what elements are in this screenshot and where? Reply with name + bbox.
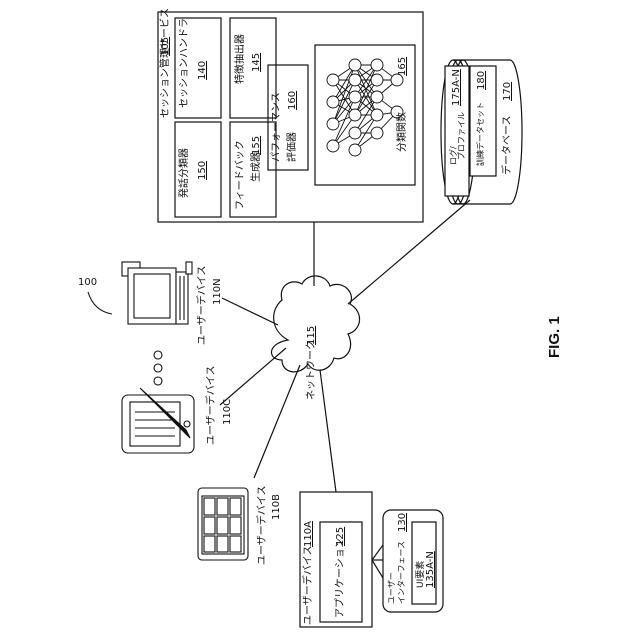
feedback-generator-ref: 155 [252,136,262,155]
training-dataset-label: 訓練データセット [477,102,485,166]
classifier-function-ref: 165 [398,57,408,76]
log-profile-label2: プロファイル [458,112,466,160]
performance-evaluator-label2: 評価器 [288,132,298,162]
session-handler-ref: 140 [198,61,208,80]
user-device-110a-label: ユーザーデバイス [304,546,314,626]
tablet-stylus-icon [122,388,194,453]
session-service-title: セッション管理サービス [161,8,171,118]
ellipsis-dots-icon [154,351,162,385]
neural-network-icon [327,59,403,156]
feature-extractor-label: 特徴抽出器 [236,34,246,84]
application-label: アプリケーション [336,538,346,618]
session-service-ref: 105 [161,37,171,56]
classifier-function-label: 分類関数 [398,112,408,152]
log-profile-ref: 175A-N [452,69,462,106]
feature-extractor-ref: 145 [252,53,262,72]
user-device-110n-label: ユーザーデバイス [198,266,208,346]
ui-elements-ref: 135A-N [426,551,436,588]
performance-evaluator-ref: 160 [288,91,298,110]
database-label: データベース [503,116,513,176]
user-device-110c-ref: 110C [223,399,233,425]
user-device-110b-ref: 110B [272,494,282,520]
user-interface-label2: インターフェース [398,541,406,604]
user-interface-ref: 130 [398,513,408,532]
user-device-110b-label: ユーザーデバイス [258,486,268,566]
feedback-generator-label: フィードバック [236,140,246,210]
application-ref: 125 [336,527,346,546]
user-interface-label: ユーザー [388,572,396,604]
performance-evaluator-label: パフォーマンス [272,92,282,162]
network-label: ネットワーク [307,340,317,400]
user-device-110c-label: ユーザーデバイス [207,366,217,446]
utterance-classifier-ref: 150 [198,161,208,180]
feedback-generator-label2: 生成器 [252,152,262,182]
system-ref-label: 100 [78,278,97,288]
user-device-110a-ref: 110A [304,521,314,547]
user-device-110n-ref: 110N [213,278,223,305]
figure-label: FIG. 1 [547,316,562,358]
network-ref: 115 [307,326,317,345]
session-handler-label: セッションハンドラ [180,18,190,108]
mobile-device-icon [198,488,248,560]
database-ref: 170 [503,82,513,101]
training-dataset-ref: 180 [477,71,487,90]
session-service-box [158,12,423,222]
desktop-computer-icon [122,262,192,324]
utterance-classifier-label: 発話分類器 [180,148,190,198]
system-ref-arrow [88,292,112,314]
